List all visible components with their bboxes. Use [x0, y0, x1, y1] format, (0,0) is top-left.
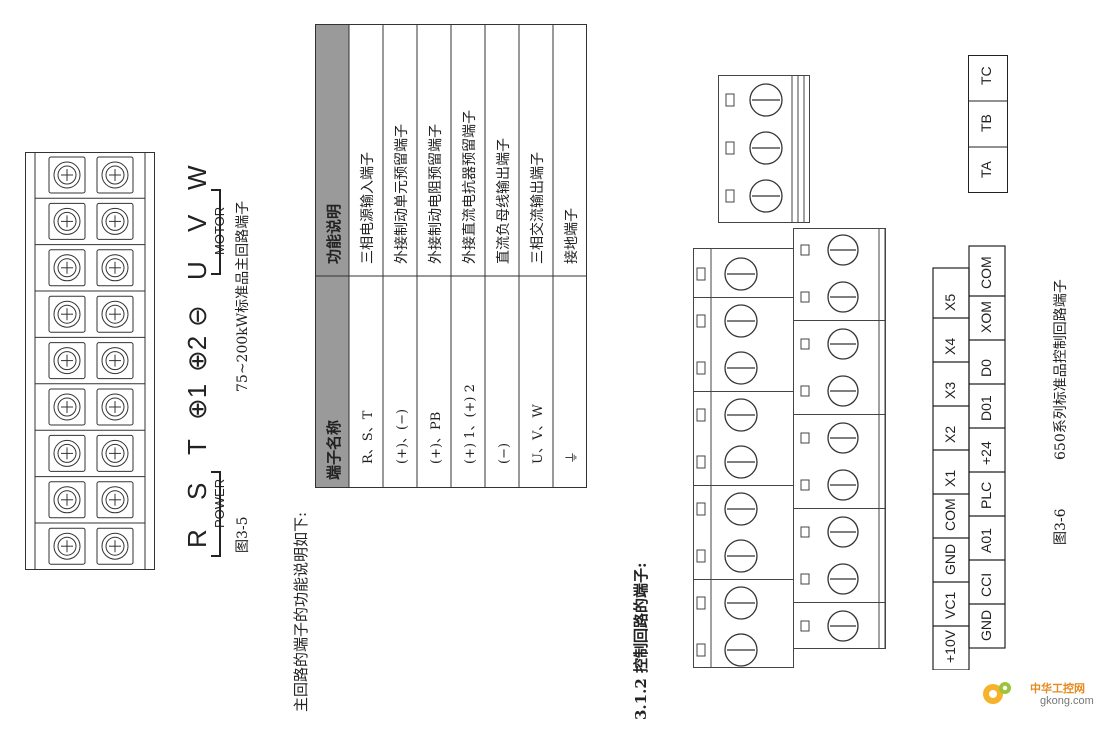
figure-3-6-number: 图3-6 — [1053, 508, 1069, 545]
control-top-label: X5 — [942, 293, 958, 311]
terminal-label-W: W — [182, 165, 212, 190]
table-cell-function: 外接制动电阻预留端子 — [427, 124, 444, 264]
control-top-label: X3 — [942, 381, 958, 399]
section-heading: 3.1.2 控制回路的端子: — [632, 562, 650, 720]
power-bracket — [211, 471, 221, 557]
control-bottom-label: D01 — [978, 395, 994, 421]
gear-icon — [983, 682, 1011, 704]
control-bottom-label: CCI — [978, 572, 994, 597]
table-cell-name: R、S、T — [361, 410, 376, 464]
control-bottom-label: PLC — [978, 481, 994, 509]
motor-label: MOTOR — [212, 206, 227, 255]
control-bottom-label: GND — [978, 609, 994, 641]
control-bottom-label: +24 — [978, 441, 994, 465]
table-cell-name: (−) — [497, 443, 512, 464]
control-bottom-label: COM — [978, 256, 994, 289]
table-header-function: 功能说明 — [325, 204, 343, 264]
table-cell-name: ⏚ — [565, 451, 580, 464]
control-bottom-label: A01 — [978, 528, 994, 553]
intro-text: 主回路的端子的功能说明如下: — [292, 511, 310, 712]
table-cell-name: U、V、W — [531, 404, 546, 464]
motor-bracket — [211, 189, 221, 275]
terminal-label-plus2: ⊕2 — [182, 335, 212, 372]
control-top-label: VC1 — [942, 591, 958, 619]
table-cell-function: 三相交流输出端子 — [529, 152, 546, 264]
figure-3-5-number: 图3-5 — [235, 516, 251, 553]
watermark-logo — [978, 676, 1014, 712]
table-cell-name: (+)、(−) — [395, 409, 410, 464]
main-terminal-block — [25, 152, 155, 570]
table-cell-name: (+) 1、(+) 2 — [463, 384, 478, 464]
control-top-label: X2 — [942, 425, 958, 443]
relay-label-TC: TC — [978, 66, 994, 85]
power-label: POWER — [212, 478, 227, 528]
relay-label-table: TC TB TA — [968, 55, 1008, 193]
control-top-label: COM — [942, 498, 958, 531]
control-top-label: X1 — [942, 469, 958, 487]
table-cell-name: (+)、PB — [429, 412, 444, 464]
control-bottom-label: D0 — [978, 359, 994, 377]
table-cell-function: 接地端子 — [563, 208, 580, 264]
relay-label-TA: TA — [978, 161, 994, 178]
control-top-label: X4 — [942, 337, 958, 355]
table-header-name: 端子名称 — [325, 420, 343, 480]
function-table: 端子名称 功能说明 R、S、T 三相电源输入端子 (+)、(−) 外接制动单元预留端子 (+… — [315, 24, 587, 488]
watermark-text-cn: 中华工控网 — [1030, 682, 1085, 695]
figure-3-5-caption: 75~200kW标准品主回路端子 — [235, 200, 251, 392]
table-cell-function: 直流负母线输出端子 — [495, 138, 512, 264]
terminal-label-plus1: ⊕1 — [182, 383, 212, 420]
control-connector — [693, 228, 893, 668]
control-top-label: +10V — [942, 629, 958, 663]
watermark-text-en: gkong.com — [1040, 695, 1094, 707]
figure-3-6-caption: 650系列标准品控制回路端子 — [1053, 279, 1069, 460]
table-cell-function: 外接直流电抗器预留端子 — [461, 110, 478, 264]
relay-label-TB: TB — [978, 114, 994, 132]
control-bottom-label: XOM — [978, 301, 994, 333]
relay-connector — [718, 75, 810, 223]
table-cell-function: 三相电源输入端子 — [360, 152, 376, 264]
terminal-label-T: T — [182, 439, 212, 455]
control-top-label: GND — [942, 543, 958, 575]
terminal-label-minus: ⊖ — [182, 305, 212, 327]
table-cell-function: 外接制动单元预留端子 — [393, 124, 410, 264]
